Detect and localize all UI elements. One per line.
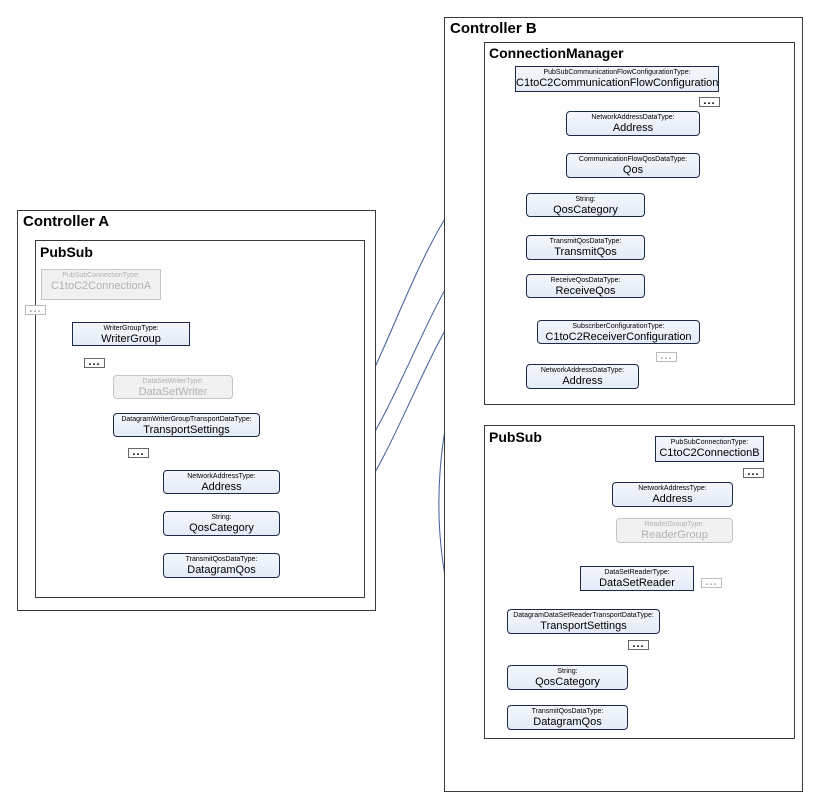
- transport-settings-b-name: TransportSettings: [540, 620, 627, 632]
- cm-transmit-qos-type: TransmitQosDataType:: [549, 238, 622, 245]
- cm-transmit-qos-name: TransmitQos: [554, 246, 617, 258]
- connection-b-type: PubSubConnectionType:: [670, 439, 749, 446]
- connection-a-expand[interactable]: ...: [25, 304, 46, 315]
- address-b-type: NetworkAddressType:: [638, 485, 707, 492]
- writer-group-name: WriterGroup: [101, 333, 161, 345]
- cm-qos-node[interactable]: CommunicationFlowQosDataType: Qos: [566, 153, 700, 178]
- cm-address-type: NetworkAddressDataType:: [591, 114, 675, 121]
- address-a-type: NetworkAddressType:: [187, 473, 256, 480]
- dataset-writer-type: DataSetWriterType:: [142, 378, 204, 385]
- reader-group-expand[interactable]: ...: [701, 577, 722, 588]
- address-b-name: Address: [652, 493, 693, 505]
- transport-settings-b-expand[interactable]: ...: [628, 639, 649, 650]
- address-b-node[interactable]: NetworkAddressType: Address: [612, 482, 733, 507]
- connection-b-expand[interactable]: ...: [743, 467, 764, 478]
- qos-category-b-type: String:: [557, 668, 578, 675]
- datagram-qos-a-node[interactable]: TransmitQosDataType: DatagramQos: [163, 553, 280, 578]
- receiver-config-name: C1toC2ReceiverConfiguration: [545, 331, 692, 343]
- cm-receiver-address-name: Address: [562, 375, 603, 387]
- cm-transmit-qos-node[interactable]: TransmitQosDataType: TransmitQos: [526, 235, 645, 260]
- flow-config-name: C1toC2CommunicationFlowConfiguration: [516, 77, 719, 89]
- datagram-qos-b-node[interactable]: TransmitQosDataType: DatagramQos: [507, 705, 628, 730]
- receiver-config-node[interactable]: SubscriberConfigurationType: C1toC2Recei…: [537, 320, 700, 344]
- writer-group-expand[interactable]: ...: [84, 357, 105, 368]
- connection-a-type: PubSubConnectionType:: [62, 272, 140, 279]
- transport-settings-a-expand[interactable]: ...: [128, 447, 149, 458]
- transport-settings-a-node[interactable]: DatagramWriterGroupTransportDataType: Tr…: [113, 413, 260, 437]
- cm-address-name: Address: [612, 122, 654, 134]
- dataset-reader-node[interactable]: DataSetReaderType: DataSetReader: [580, 566, 694, 591]
- dataset-reader-type: DataSetReaderType:: [604, 569, 670, 576]
- cm-receiver-address-type: NetworkAddressDataType:: [540, 367, 625, 374]
- cm-qos-name: Qos: [622, 164, 644, 176]
- connection-a-node[interactable]: PubSubConnectionType: C1toC2ConnectionA: [41, 269, 161, 300]
- reader-group-node[interactable]: ReaderGroupType: ReaderGroup: [616, 518, 733, 543]
- connection-manager-title: ConnectionManager: [489, 45, 624, 61]
- writer-group-type: WriterGroupType:: [103, 325, 159, 332]
- controller-b-pubsub-title: PubSub: [489, 429, 542, 445]
- cm-receiver-address-node[interactable]: NetworkAddressDataType: Address: [526, 364, 639, 389]
- connection-a-name: C1toC2ConnectionA: [50, 280, 152, 292]
- flow-config-expand[interactable]: ...: [699, 96, 720, 107]
- transport-settings-a-name: TransportSettings: [143, 424, 230, 436]
- dataset-reader-name: DataSetReader: [599, 577, 675, 589]
- datagram-qos-b-type: TransmitQosDataType:: [531, 708, 604, 715]
- cm-receive-qos-node[interactable]: ReceiveQosDataType: ReceiveQos: [526, 274, 645, 298]
- connection-b-node[interactable]: PubSubConnectionType: C1toC2ConnectionB: [655, 436, 764, 462]
- datagram-qos-a-name: DatagramQos: [187, 564, 256, 576]
- receiver-config-expand[interactable]: ...: [656, 351, 677, 362]
- transport-settings-b-node[interactable]: DatagramDataSetReaderTransportDataType: …: [507, 609, 660, 634]
- qos-category-b-node[interactable]: String: QosCategory: [507, 665, 628, 690]
- cm-receive-qos-type: ReceiveQosDataType:: [550, 277, 621, 284]
- qos-category-b-name: QosCategory: [535, 676, 600, 688]
- cm-qos-category-node[interactable]: String: QosCategory: [526, 193, 645, 217]
- qos-category-a-node[interactable]: String: QosCategory: [163, 511, 280, 536]
- qos-category-a-type: String:: [211, 514, 232, 521]
- flow-config-type: PubSubCommunicationFlowConfigurationType…: [543, 69, 691, 76]
- cm-qos-category-type: String:: [575, 196, 596, 203]
- address-a-node[interactable]: NetworkAddressType: Address: [163, 470, 280, 494]
- controller-a-title: Controller A: [23, 213, 110, 230]
- controller-a-pubsub-title: PubSub: [40, 244, 93, 260]
- cm-qos-category-name: QosCategory: [553, 204, 618, 216]
- cm-qos-type: CommunicationFlowQosDataType:: [578, 156, 688, 163]
- dataset-writer-node[interactable]: DataSetWriterType: DataSetWriter: [113, 375, 233, 399]
- cm-receive-qos-name: ReceiveQos: [555, 285, 616, 297]
- qos-category-a-name: QosCategory: [189, 522, 254, 534]
- transport-settings-b-type: DatagramDataSetReaderTransportDataType:: [513, 612, 654, 619]
- datagram-qos-a-type: TransmitQosDataType:: [185, 556, 258, 563]
- writer-group-node[interactable]: WriterGroupType: WriterGroup: [72, 322, 190, 346]
- connection-manager-frame: [484, 42, 795, 405]
- reader-group-type: ReaderGroupType:: [644, 521, 705, 528]
- controller-b-title: Controller B: [450, 20, 537, 37]
- receiver-config-type: SubscriberConfigurationType:: [572, 323, 665, 330]
- cm-address-node[interactable]: NetworkAddressDataType: Address: [566, 111, 700, 136]
- connection-b-name: C1toC2ConnectionB: [659, 447, 760, 459]
- dataset-writer-name: DataSetWriter: [138, 386, 208, 398]
- address-a-name: Address: [201, 481, 242, 493]
- flow-config-node[interactable]: PubSubCommunicationFlowConfigurationType…: [515, 66, 719, 92]
- datagram-qos-b-name: DatagramQos: [533, 716, 602, 728]
- transport-settings-a-type: DatagramWriterGroupTransportDataType:: [121, 416, 252, 423]
- reader-group-name: ReaderGroup: [641, 529, 708, 541]
